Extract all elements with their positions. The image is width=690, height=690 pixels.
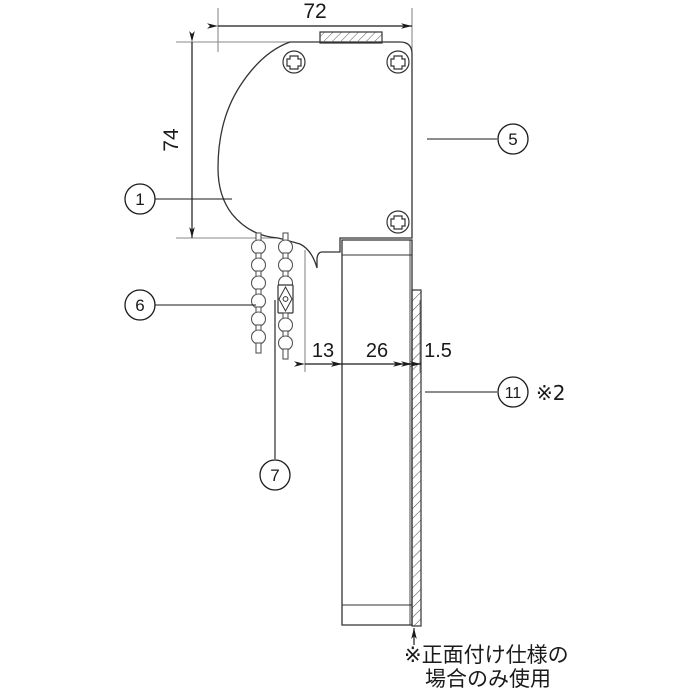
balloon-1[interactable]: 1	[124, 183, 156, 215]
note-ref-2: ※2	[536, 381, 565, 405]
bead	[250, 311, 267, 327]
screw-bottom-right	[386, 210, 410, 234]
dimension-1p5: 1.5	[393, 340, 452, 367]
hatched-tab-rect	[319, 31, 383, 44]
balloon-circle[interactable]	[497, 376, 529, 408]
bead	[250, 293, 267, 309]
bead-link-tail	[255, 342, 262, 354]
bead-link-tail	[282, 348, 289, 360]
screw-head-circle	[386, 50, 410, 74]
rail-outline	[341, 239, 413, 626]
bead	[277, 317, 294, 333]
bead	[277, 257, 294, 273]
bead	[250, 275, 267, 291]
bead-chain-left	[250, 232, 267, 354]
note-front-mount-line1: ※正面付け仕様の	[404, 643, 569, 667]
screw-top-right	[386, 50, 410, 74]
dimension-72: 72	[207, 0, 412, 29]
note-front-mount-line2: 場合のみ使用	[425, 667, 551, 690]
mounting-plate	[411, 289, 422, 627]
vertical-rail	[341, 239, 413, 626]
balloon-circle[interactable]	[497, 123, 529, 155]
bead	[277, 239, 294, 255]
hatched-tab-top	[319, 31, 383, 44]
balloon-label: 5	[508, 130, 517, 149]
bead	[250, 257, 267, 273]
bead	[277, 335, 294, 351]
balloon-circle[interactable]	[259, 459, 291, 491]
dim-label-74: 74	[160, 128, 183, 152]
balloon-6[interactable]: 6	[124, 289, 156, 321]
dimension-13: 13	[294, 340, 342, 367]
screw-head-circle	[386, 210, 410, 234]
balloon-11[interactable]: 11	[497, 376, 529, 408]
balloon-label: 1	[135, 190, 144, 209]
screw-top-left	[282, 50, 306, 74]
dim-label-13: 13	[312, 340, 334, 362]
dim-label-1p5: 1.5	[424, 340, 452, 362]
chain-connector-eye	[282, 296, 289, 302]
dim-label-26: 26	[366, 340, 388, 362]
balloon-circle[interactable]	[124, 183, 156, 215]
screw-cross-slot	[286, 55, 302, 70]
balloon-7[interactable]: 7	[259, 459, 291, 491]
leader-lines	[155, 138, 497, 459]
bead-chain-right	[277, 232, 294, 360]
balloon-label: 7	[270, 466, 279, 485]
bead	[250, 329, 267, 345]
balloon-label: 11	[505, 385, 522, 402]
dim-label-72: 72	[303, 0, 326, 23]
bead	[250, 239, 267, 255]
screw-cross-slot	[390, 55, 406, 70]
screw-cross-slot	[390, 215, 406, 230]
balloon-label: 6	[135, 296, 144, 315]
balloon-5[interactable]: 5	[497, 123, 529, 155]
headbox-body-outline	[217, 41, 413, 269]
balloon-circle[interactable]	[124, 289, 156, 321]
dimension-74: 74	[160, 31, 195, 238]
headbox-profile	[217, 41, 413, 269]
screw-head-circle	[282, 50, 306, 74]
mounting-plate-rect	[411, 289, 422, 627]
